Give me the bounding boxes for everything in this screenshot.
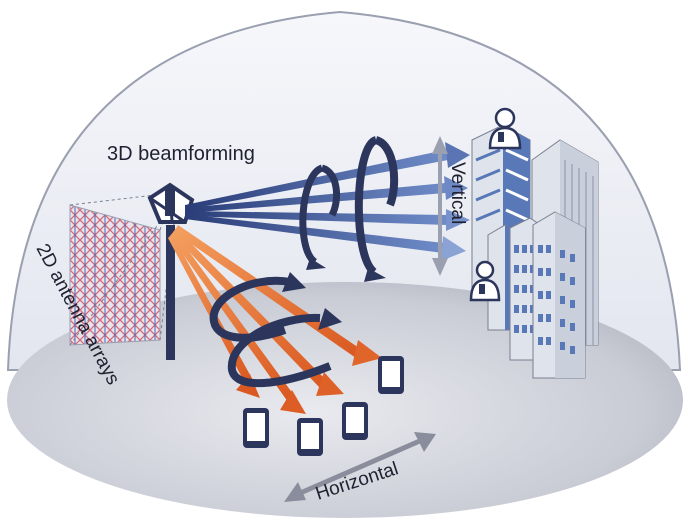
- rotation-arrow-icon: [209, 272, 342, 388]
- smartphone-icon: [342, 402, 368, 440]
- smartphone-icon: [243, 408, 269, 448]
- user-icon: [469, 260, 501, 302]
- beamforming-label: 3D beamforming: [107, 143, 255, 165]
- smartphone-icon: [378, 356, 404, 394]
- horizontal-arrow-icon: [284, 432, 436, 502]
- horizontal-beams: [168, 225, 382, 414]
- rotation-arrow-icon: [299, 136, 399, 282]
- smartphone-icon: [297, 418, 323, 456]
- building-icon: [471, 124, 599, 379]
- user-icon: [488, 107, 522, 150]
- vertical-arrow-icon: [432, 136, 448, 276]
- vertical-label: Vertical: [447, 162, 468, 224]
- vertical-beams: [185, 142, 470, 261]
